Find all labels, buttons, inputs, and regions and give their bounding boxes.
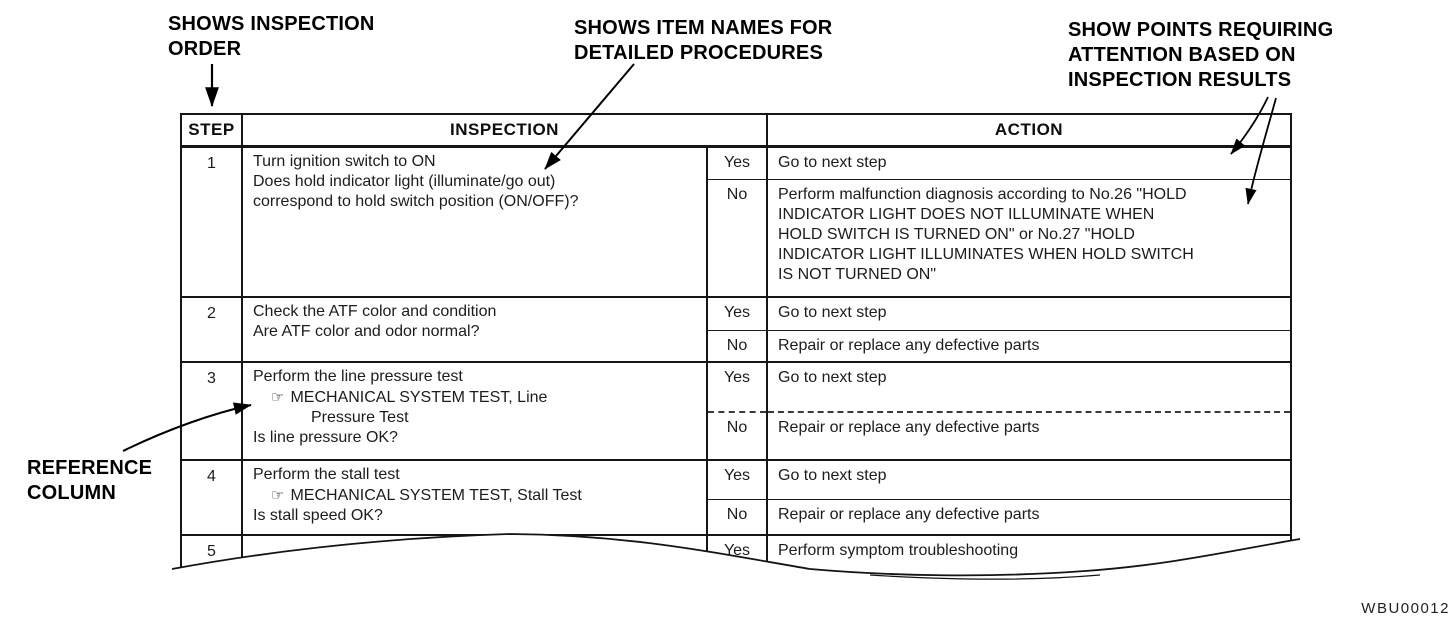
action-cell: Repair or replace any defective parts: [766, 329, 1290, 362]
inspection-line: ☞ MECHANICAL SYSTEM TEST, Line: [243, 387, 702, 408]
inspection-cell: [241, 534, 707, 580]
table-row-step-1: 1 Turn ignition switch to ON Does hold i…: [182, 146, 1290, 297]
inspection-line: Is stall speed OK?: [253, 507, 383, 524]
inspection-cell: Check the ATF color and condition Are AT…: [241, 296, 707, 362]
reference-pointer-icon: ☞: [271, 486, 285, 504]
verdict-cell: Yes: [706, 361, 767, 412]
inspection-line: Turn ignition switch to ON: [253, 152, 436, 170]
step-number: 3: [182, 361, 242, 460]
table-subrow-step-1-no: No Perform malfunction diagnosis accordi…: [182, 178, 1290, 297]
inspection-cell: Perform the line pressure test ☞ MECHANIC…: [241, 361, 707, 460]
verdict-cell: No: [706, 411, 767, 460]
table-row-step-4: 4 Perform the stall test ☞ MECHANICAL SYS…: [182, 459, 1290, 535]
verdict-cell: Yes: [706, 534, 767, 580]
step-column-header: STEP: [182, 115, 242, 148]
table-subrow-step-4-no: No Repair or replace any defective parts: [182, 498, 1290, 535]
inspection-line: correspond to hold switch position (ON/O…: [253, 192, 579, 210]
action-cell: Go to next step: [766, 296, 1290, 330]
action-cell: Go to next step: [766, 459, 1290, 499]
inspection-line: Perform the stall test: [253, 466, 400, 483]
reference-pointer-icon: ☞: [271, 388, 285, 406]
verdict-cell: No: [706, 178, 767, 297]
troubleshooting-table: STEP INSPECTION ACTION 1 Turn ignition s…: [180, 113, 1292, 580]
inspection-line: Does hold indicator light (illuminate/go…: [253, 172, 556, 190]
inspection-cell: Turn ignition switch to ON Does hold ind…: [241, 146, 707, 297]
inspection-line: ☞ MECHANICAL SYSTEM TEST, Stall Test: [243, 485, 702, 506]
inspection-line: Is line pressure OK?: [253, 429, 398, 446]
inspection-line: Pressure Test: [311, 409, 409, 426]
verdict-cell: Yes: [706, 459, 767, 499]
step-number: 2: [182, 296, 242, 362]
verdict-cell: Yes: [706, 296, 767, 330]
figure-code: WBU00012: [1361, 600, 1450, 617]
table-subrow-step-2-no: No Repair or replace any defective parts: [182, 329, 1290, 362]
inspection-column-header: INSPECTION: [241, 115, 767, 148]
action-cell: Go to next step: [766, 361, 1290, 412]
action-cell: Go to next step: [766, 146, 1290, 179]
reference-text: MECHANICAL SYSTEM TEST, Stall Test: [290, 487, 582, 504]
verdict-cell: No: [706, 329, 767, 362]
step-number: 5: [182, 534, 242, 580]
callout-attention-points: SHOW POINTS REQUIRING ATTENTION BASED ON…: [1068, 19, 1334, 91]
action-cell: Repair or replace any defective parts: [766, 498, 1290, 535]
inspection-line: Perform the line pressure test: [253, 368, 463, 385]
callout-item-names: SHOWS ITEM NAMES FOR DETAILED PROCEDURES: [574, 17, 833, 64]
step-number: 1: [207, 154, 216, 172]
inspection-cell: Perform the stall test ☞ MECHANICAL SYSTE…: [241, 459, 707, 535]
table-row-step-2: 2 Check the ATF color and condition Are …: [182, 296, 1290, 362]
inspection-line: Are ATF color and odor normal?: [253, 323, 480, 340]
verdict-cell: No: [706, 498, 767, 535]
step-number: 4: [182, 459, 242, 535]
action-cell: Repair or replace any defective parts: [766, 411, 1290, 460]
action-cell: Perform symptom troubleshooting: [766, 534, 1290, 580]
reference-text: MECHANICAL SYSTEM TEST, Line: [290, 389, 548, 406]
table-row-step-3: 3 Perform the line pressure test ☞ MECHAN…: [182, 361, 1290, 460]
table-header-row: STEP INSPECTION ACTION: [182, 115, 1290, 148]
inspection-line: Check the ATF color and condition: [253, 303, 497, 320]
action-cell: Perform malfunction diagnosis according …: [766, 178, 1290, 297]
table-subrow-step-3-no: No Repair or replace any defective parts: [182, 411, 1290, 460]
action-column-header: ACTION: [766, 115, 1290, 148]
callout-reference-column: REFERENCE COLUMN: [27, 457, 153, 504]
callout-inspection-order: SHOWS INSPECTION ORDER: [168, 13, 375, 60]
table-row-step-5: 5 Yes Perform symptom troubleshooting: [182, 534, 1290, 580]
verdict-cell: Yes: [706, 146, 767, 179]
